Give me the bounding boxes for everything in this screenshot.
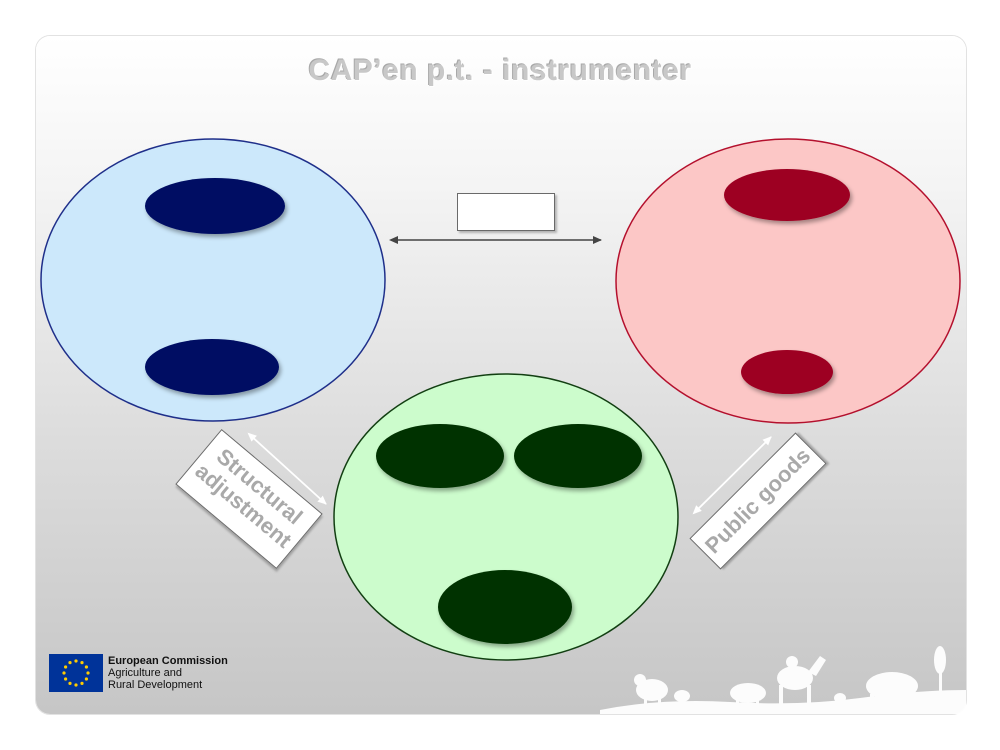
- organization-block: European Commission Agriculture and Rura…: [108, 655, 228, 691]
- farm-animals-icon: [600, 646, 966, 714]
- organization-sub-1: Agriculture and: [108, 667, 182, 679]
- blue-ellipse-top: [145, 178, 285, 234]
- red-ellipse-bottom: [741, 350, 833, 394]
- green-ellipse-left: [376, 424, 504, 488]
- slide-title: CAP’en p.t. - instrumenter: [308, 54, 692, 87]
- organization-name: European Commission: [108, 655, 228, 667]
- red-ellipse-top: [724, 169, 850, 221]
- green-ellipse-bottom: [438, 570, 572, 644]
- arrow-green-red: [692, 436, 772, 515]
- label-box-top: [457, 193, 555, 231]
- blue-ellipse-bottom: [145, 339, 279, 395]
- red-circle: [615, 138, 961, 424]
- blue-circle: [40, 138, 386, 422]
- organization-sub-2: Rural Development: [108, 679, 203, 691]
- arrow-blue-green: [247, 432, 327, 505]
- eu-flag-icon: [49, 654, 103, 692]
- green-ellipse-right: [514, 424, 642, 488]
